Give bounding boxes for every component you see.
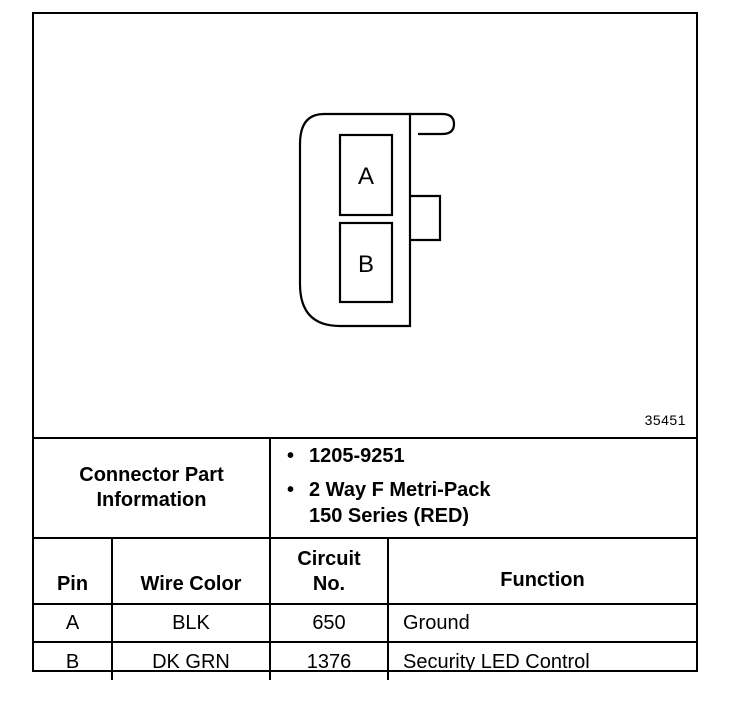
pin-header: Pin	[34, 537, 113, 605]
part-description: 2 Way F Metri-Pack 150 Series (RED)	[287, 477, 696, 529]
connector-part-label: Connector Part Information	[34, 437, 271, 539]
pin-cavity-b	[338, 221, 394, 304]
connector-diagram: A B 35451	[34, 14, 696, 438]
connector-body	[298, 112, 412, 328]
connector-part-label-line1: Connector Part	[79, 464, 224, 486]
function-cell: Ground	[386, 603, 697, 643]
figure-number: 35451	[644, 412, 686, 428]
pin-label-b: B	[358, 251, 374, 278]
connector-frame: A B 35451 Connector Part Information 120…	[32, 12, 698, 680]
pin-cell: A	[34, 603, 113, 643]
connector-info-table: Connector Part Information 1205-9251 2 W…	[34, 437, 697, 680]
part-number: 1205-9251	[287, 443, 696, 469]
table-row: A BLK 650 Ground	[34, 603, 697, 643]
circuit-header-line2: No.	[312, 573, 346, 595]
connector-latch-tab	[410, 112, 456, 136]
wire-color-cell: BLK	[111, 603, 271, 643]
pin-cavity-a	[338, 133, 394, 217]
circuit-cell: 1376	[269, 641, 389, 680]
connector-drawing: A B	[298, 112, 456, 328]
pin-label-a: A	[358, 163, 374, 190]
connector-part-label-line2: Information	[96, 489, 207, 511]
wire-color-header: Wire Color	[111, 537, 271, 605]
connector-part-values: 1205-9251 2 Way F Metri-Pack 150 Series …	[268, 437, 697, 539]
circuit-header-line1: Circuit	[297, 548, 361, 570]
connector-part-row: Connector Part Information 1205-9251 2 W…	[34, 437, 697, 539]
wire-color-cell: DK GRN	[111, 641, 271, 680]
function-cell: Security LED Control	[386, 641, 697, 680]
part-description-line2: 150 Series (RED)	[309, 505, 470, 527]
function-header: Function	[386, 537, 697, 605]
table-header-row: Pin Wire Color Circuit No. Function	[34, 537, 697, 605]
circuit-header: Circuit No.	[269, 537, 389, 605]
circuit-cell: 650	[269, 603, 389, 643]
pin-cell: B	[34, 641, 113, 680]
table-row: B DK GRN 1376 Security LED Control	[34, 641, 697, 680]
connector-side-key	[410, 194, 442, 242]
part-description-line1: 2 Way F Metri-Pack	[309, 479, 491, 501]
